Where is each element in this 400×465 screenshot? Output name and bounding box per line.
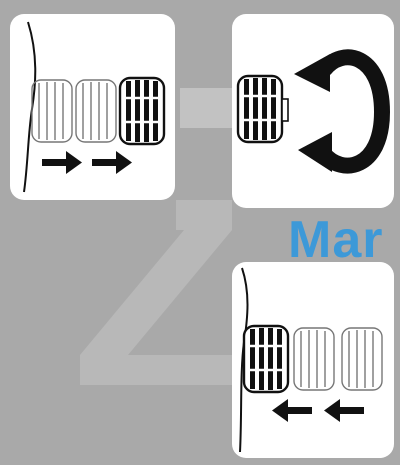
crown-stem (281, 98, 289, 122)
push-in-illustration (239, 267, 383, 453)
arrow-right-icon (92, 151, 132, 174)
arrow-left-icon (324, 399, 364, 422)
step-push-in-panel (232, 262, 394, 458)
pull-out-illustration (23, 21, 166, 193)
arrow-right-icon (42, 151, 82, 174)
step-rotate-panel (232, 14, 394, 208)
watermark-text: Mar (288, 211, 384, 269)
crown-ghost-position-1 (31, 79, 73, 143)
crown-pulled-out (118, 76, 166, 146)
watermark-digit-shape (80, 200, 232, 385)
crown-ghost-position-2 (75, 79, 117, 143)
rotate-clockwise-icon (294, 49, 391, 174)
rotate-illustration (236, 49, 391, 174)
arrow-left-icon (272, 399, 312, 422)
crown-ghost-position-1 (293, 327, 335, 391)
watermark-dash (180, 88, 232, 128)
crown (236, 74, 284, 144)
step-pull-out-panel (10, 14, 175, 200)
crown-pushed-in (242, 324, 290, 394)
watch-case-edge (23, 21, 37, 193)
crown-ghost-position-2 (341, 327, 383, 391)
